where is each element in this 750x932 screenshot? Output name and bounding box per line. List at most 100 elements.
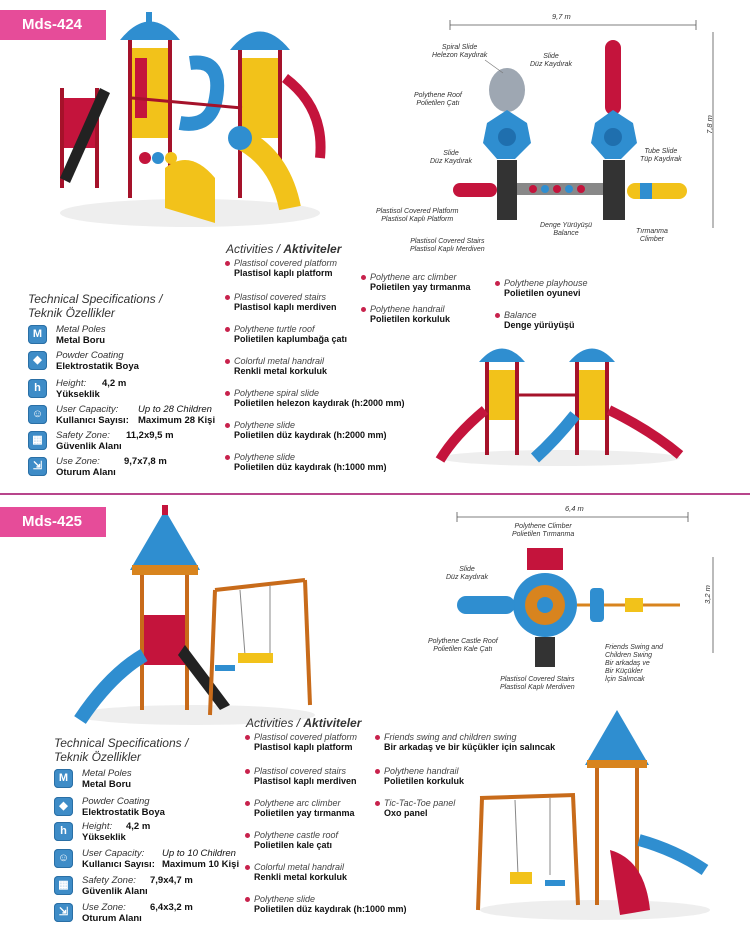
spec-label-en: Height: (56, 378, 87, 389)
spec-row-user-capacity: ☺ User Capacity: Kullanıcı Sayısı: Up to… (28, 404, 248, 426)
activity-en: Colorful metal handrail (224, 356, 327, 366)
spec-row-height: h Height: Yükseklik 4,2 m (54, 821, 254, 843)
spec-label-tr: Güvenlik Alanı (82, 886, 148, 897)
specs-title: Technical Specifications / Teknik Özelli… (54, 736, 188, 764)
spec-row-powder-coating: ◆ Powder Coating Elektrostatik Boya (28, 350, 228, 372)
spec-label-en: Height: (82, 821, 113, 832)
plan-label-covered-stairs: Plastisol Covered Stairs Plastisol Kaplı… (410, 238, 485, 253)
spec-row-metal-poles: M Metal Poles Metal Boru (54, 768, 254, 790)
activity-en: Balance (494, 310, 575, 320)
spec-label-tr: Yükseklik (56, 389, 100, 400)
height-icon: h (54, 822, 73, 841)
activity-tr: Polietilen düz kaydırak (h:1000 mm) (254, 904, 407, 914)
activity-en: Polythene slide (244, 894, 407, 904)
activity-en: Plastisol covered stairs (224, 292, 337, 302)
product-code-badge: Mds-425 (0, 507, 106, 537)
plan-label-balance: Denge Yürüyüşü Balance (540, 222, 593, 237)
plan-drawing (457, 548, 680, 667)
spec-label-en: Use Zone: (56, 456, 100, 467)
spec-label-tr: Oturum Alanı (82, 913, 142, 924)
metal-poles-icon: M (28, 325, 47, 344)
safety-zone-icon: ▦ (28, 431, 47, 450)
playground-illustration-alt-view (476, 710, 710, 920)
activity-en: Friends swing and children swing (374, 732, 555, 742)
spec-label-tr: Yükseklik (82, 832, 126, 843)
use-zone-icon: ⇲ (28, 457, 47, 476)
specs-title-tr: Teknik Özellikler (28, 306, 115, 320)
activity-tr: Polietilen korkuluk (384, 776, 465, 786)
spec-value-en: Up to 28 Children (138, 404, 212, 415)
activities-title-en: Activities / (246, 716, 304, 730)
activity-en: Polythene slide (224, 420, 387, 430)
plan-label-tube-slide: Tube Slide Tüp Kaydırak (640, 148, 682, 163)
plan-label-castle-roof: Polythene Castle Roof Polietilen Kale Ça… (428, 638, 498, 653)
spec-label-tr: Elektrostatik Boya (56, 361, 139, 372)
plan-label-covered-stairs: Plastisol Covered Stairs Plastisol Kaplı… (500, 676, 575, 691)
activity-en: Polythene handrail (374, 766, 464, 776)
activity-en: Polythene castle roof (244, 830, 338, 840)
spec-value-tr: Maximum 10 Kişi (162, 859, 240, 870)
spec-label-tr: Kullanıcı Sayısı: (56, 415, 129, 426)
specs-title-en: Technical Specifications / (54, 736, 189, 750)
plan-height-dimension (712, 557, 714, 653)
activity-tr: Polietilen yay tırmanma (254, 808, 355, 818)
plan-label-swings: Friends Swing and Children Swing Bir ark… (605, 644, 663, 683)
spec-label-en: Powder Coating (56, 350, 124, 361)
activities-title-en: Activities / (226, 242, 284, 256)
activity-en: Plastisol covered stairs (244, 766, 357, 776)
spec-label-tr: Metal Boru (82, 779, 132, 790)
spec-row-use-zone: ⇲ Use Zone: Oturum Alanı 9,7x7,8 m (28, 456, 228, 478)
playground-illustration (74, 505, 315, 725)
activities-title-tr: Aktiviteler (303, 716, 362, 730)
activity-en: Polythene arc climber (244, 798, 355, 808)
activities-title: Activities / Aktiviteler (226, 242, 341, 256)
powder-coating-icon: ◆ (54, 797, 73, 816)
plan-width-label: 9,7 m (552, 12, 571, 21)
plan-label-spiral-slide: Spiral Slide Helezon Kaydırak (432, 44, 488, 59)
activity-tr: Polietilen düz kaydırak (h:2000 mm) (234, 430, 387, 440)
spec-row-user-capacity: ☺ User Capacity: Kullanıcı Sayısı: Up to… (54, 848, 254, 870)
plan-label-slide: Slide Düz Kaydırak (446, 566, 489, 581)
activity-en: Colorful metal handrail (244, 862, 347, 872)
spec-value: 11,2x9,5 m (126, 430, 174, 441)
product-code-badge: Mds-424 (0, 10, 106, 40)
spec-label-tr: Metal Boru (56, 335, 106, 346)
spec-row-metal-poles: M Metal Poles Metal Boru (28, 324, 228, 346)
activity-tr: Polietilen yay tırmanma (370, 282, 471, 292)
activity-tr: Plastisol kaplı merdiven (234, 302, 337, 312)
height-icon: h (28, 379, 47, 398)
user-capacity-icon: ☺ (54, 849, 73, 868)
plan-label-covered-platform: Plastisol Covered Platform Plastisol Kap… (376, 208, 459, 223)
playground-illustration-alt-view (435, 348, 684, 466)
activities-title: Activities / Aktiviteler (246, 716, 361, 730)
spec-label-en: Metal Poles (56, 324, 106, 335)
section-divider (0, 493, 750, 495)
activity-en: Tic-Tac-Toe panel (374, 798, 455, 808)
safety-zone-icon: ▦ (54, 876, 73, 895)
activity-en: Polythene turtle roof (224, 324, 347, 334)
use-zone-icon: ⇲ (54, 903, 73, 922)
spec-row-height: h Height: Yükseklik 4,2 m (28, 378, 228, 400)
specs-title-en: Technical Specifications / (28, 292, 163, 306)
spec-label-tr: Oturum Alanı (56, 467, 116, 478)
spec-row-safety-zone: ▦ Safety Zone: Güvenlik Alanı 11,2x9,5 m (28, 430, 228, 452)
spec-value: 9,7x7,8 m (124, 456, 167, 467)
spec-value: 4,2 m (102, 378, 127, 389)
plan-label-slide-left: Slide Düz Kaydırak (430, 150, 473, 165)
activity-tr: Plastisol kaplı merdiven (254, 776, 357, 786)
spec-value: 6,4x3,2 m (150, 902, 193, 913)
spec-label-tr: Kullanıcı Sayısı: (82, 859, 155, 870)
